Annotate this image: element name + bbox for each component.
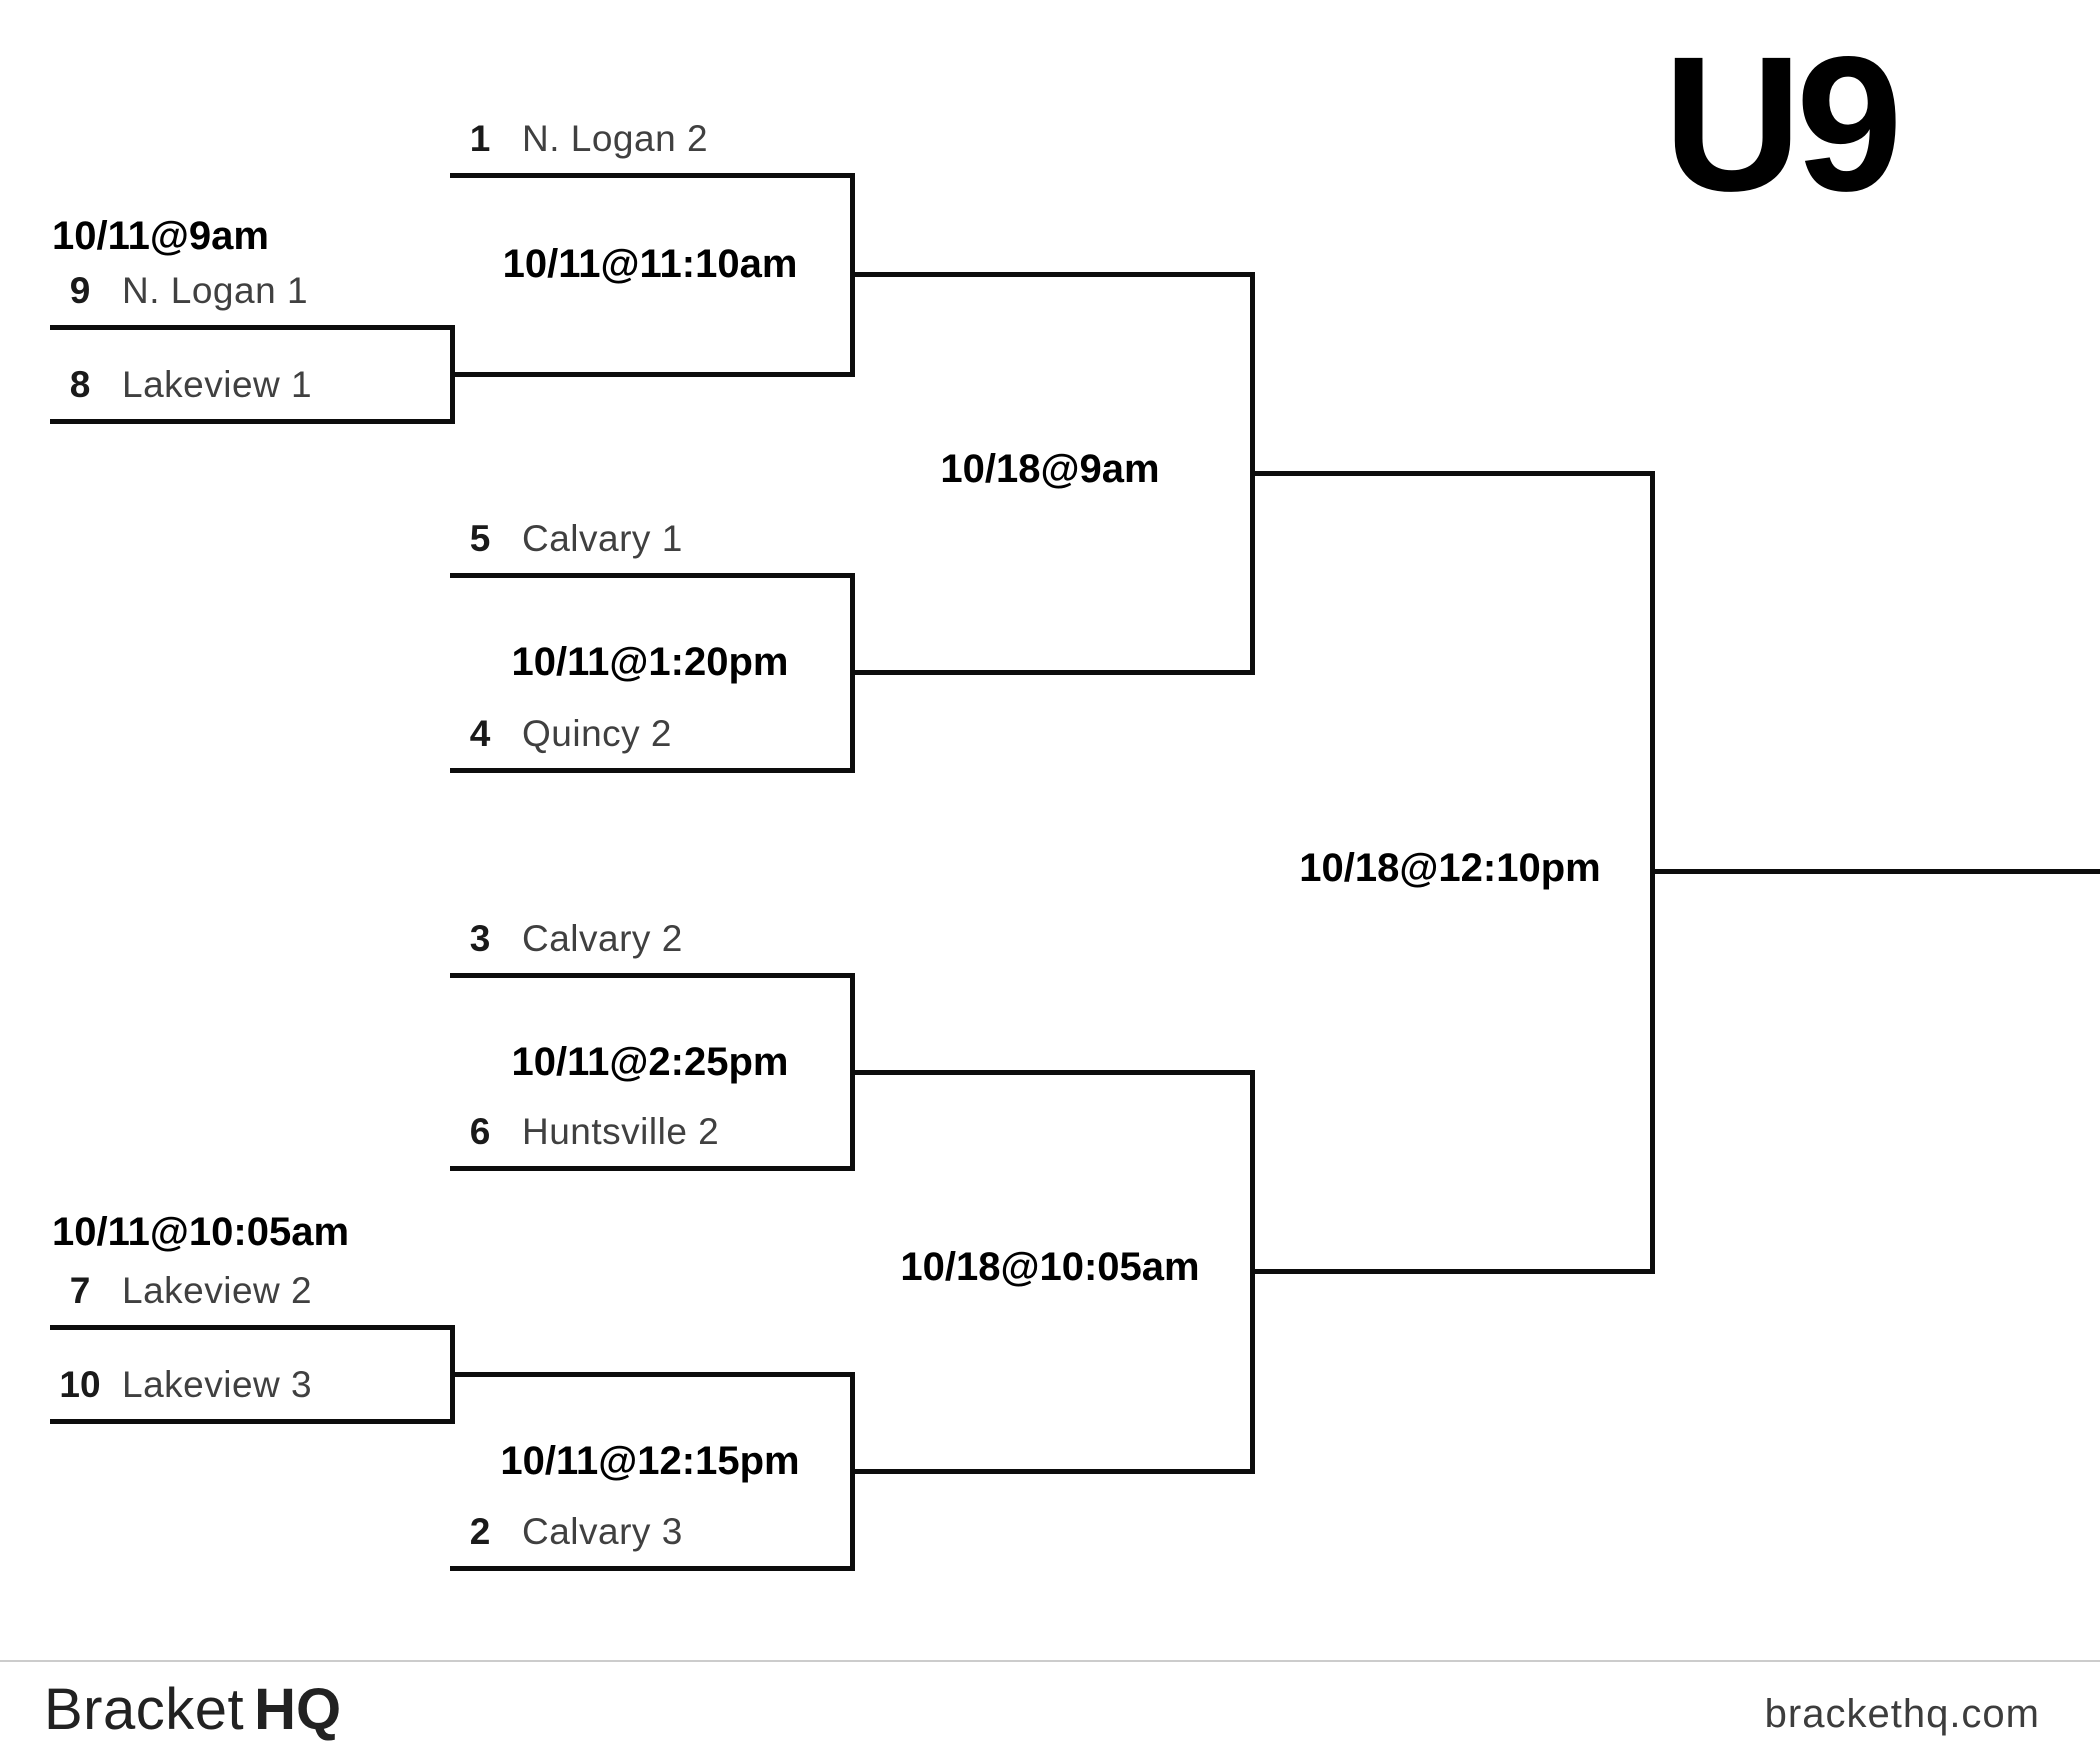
team-seed: 10 xyxy=(59,1364,101,1405)
team-name: Huntsville 2 xyxy=(522,1111,720,1152)
website-link[interactable]: brackethq.com xyxy=(1764,1692,2040,1736)
team-seed: 7 xyxy=(69,1270,91,1311)
line-match4-bottom xyxy=(450,1566,855,1571)
line-match2-out xyxy=(850,670,1255,675)
line-match4-out xyxy=(850,1469,1255,1474)
playin1-time: 10/11@9am xyxy=(52,214,269,258)
team-name: Lakeview 3 xyxy=(122,1364,313,1405)
playin2-time: 10/11@10:05am xyxy=(52,1210,350,1254)
footer-divider xyxy=(0,1660,2100,1662)
line-semifinal2-out xyxy=(1250,1269,1655,1274)
brand-logo-bold: HQ xyxy=(254,1677,342,1742)
team-seed: 3 xyxy=(469,918,491,959)
team-name: Quincy 2 xyxy=(522,713,673,754)
team-name: Lakeview 1 xyxy=(122,364,313,405)
team-name: N. Logan 1 xyxy=(122,270,309,311)
semifinal2-time: 10/18@10:05am xyxy=(900,1245,1200,1289)
team-row-nlogan2: 1 N. Logan 2 xyxy=(450,115,708,163)
line-match3-bottom xyxy=(450,1166,855,1171)
line-playin1-top xyxy=(50,325,455,330)
line-match2-top xyxy=(450,573,855,578)
line-match3-out xyxy=(850,1070,1255,1075)
match1-time: 10/11@11:10am xyxy=(502,242,798,286)
team-row-huntsville2: 6 Huntsville 2 xyxy=(450,1108,719,1156)
team-seed: 4 xyxy=(469,713,491,754)
line-final-out xyxy=(1650,869,2100,874)
team-name: N. Logan 2 xyxy=(522,118,709,159)
team-row-calvary3: 2 Calvary 3 xyxy=(450,1508,683,1556)
final-time: 10/18@12:10pm xyxy=(1299,846,1601,890)
team-row-lakeview2: 7 Lakeview 2 xyxy=(50,1267,312,1315)
line-playin1-bottom xyxy=(50,419,455,424)
line-playin2-bottom xyxy=(50,1419,455,1424)
line-match1-bottom xyxy=(450,372,855,377)
team-seed: 8 xyxy=(69,364,91,405)
team-seed: 1 xyxy=(469,118,491,159)
line-match2-bottom xyxy=(450,768,855,773)
team-row-quincy2: 4 Quincy 2 xyxy=(450,710,672,758)
line-match1-top xyxy=(450,173,855,178)
team-name: Lakeview 2 xyxy=(122,1270,313,1311)
line-semifinal1-out xyxy=(1250,471,1655,476)
bracket-title: U9 xyxy=(1663,16,1902,231)
line-match4-top xyxy=(450,1372,855,1377)
brand-logo-light: Bracket xyxy=(44,1677,245,1742)
team-seed: 9 xyxy=(69,270,91,311)
team-seed: 6 xyxy=(469,1111,491,1152)
team-seed: 2 xyxy=(469,1511,491,1552)
semifinal1-time: 10/18@9am xyxy=(940,447,1160,491)
match3-time: 10/11@2:25pm xyxy=(511,1040,789,1084)
team-row-calvary1: 5 Calvary 1 xyxy=(450,515,683,563)
team-seed: 5 xyxy=(469,518,491,559)
line-match1-out xyxy=(850,272,1255,277)
match4-time: 10/11@12:15pm xyxy=(500,1439,800,1483)
team-row-lakeview1: 8 Lakeview 1 xyxy=(50,361,312,409)
match2-time: 10/11@1:20pm xyxy=(511,640,789,684)
team-row-calvary2: 3 Calvary 2 xyxy=(450,915,683,963)
team-name: Calvary 3 xyxy=(522,1511,683,1552)
line-playin2-top xyxy=(50,1325,455,1330)
team-row-nlogan1: 9 N. Logan 1 xyxy=(50,267,308,315)
team-row-lakeview3: 10 Lakeview 3 xyxy=(50,1361,312,1409)
line-match3-top xyxy=(450,973,855,978)
team-name: Calvary 2 xyxy=(522,918,683,959)
team-name: Calvary 1 xyxy=(522,518,683,559)
